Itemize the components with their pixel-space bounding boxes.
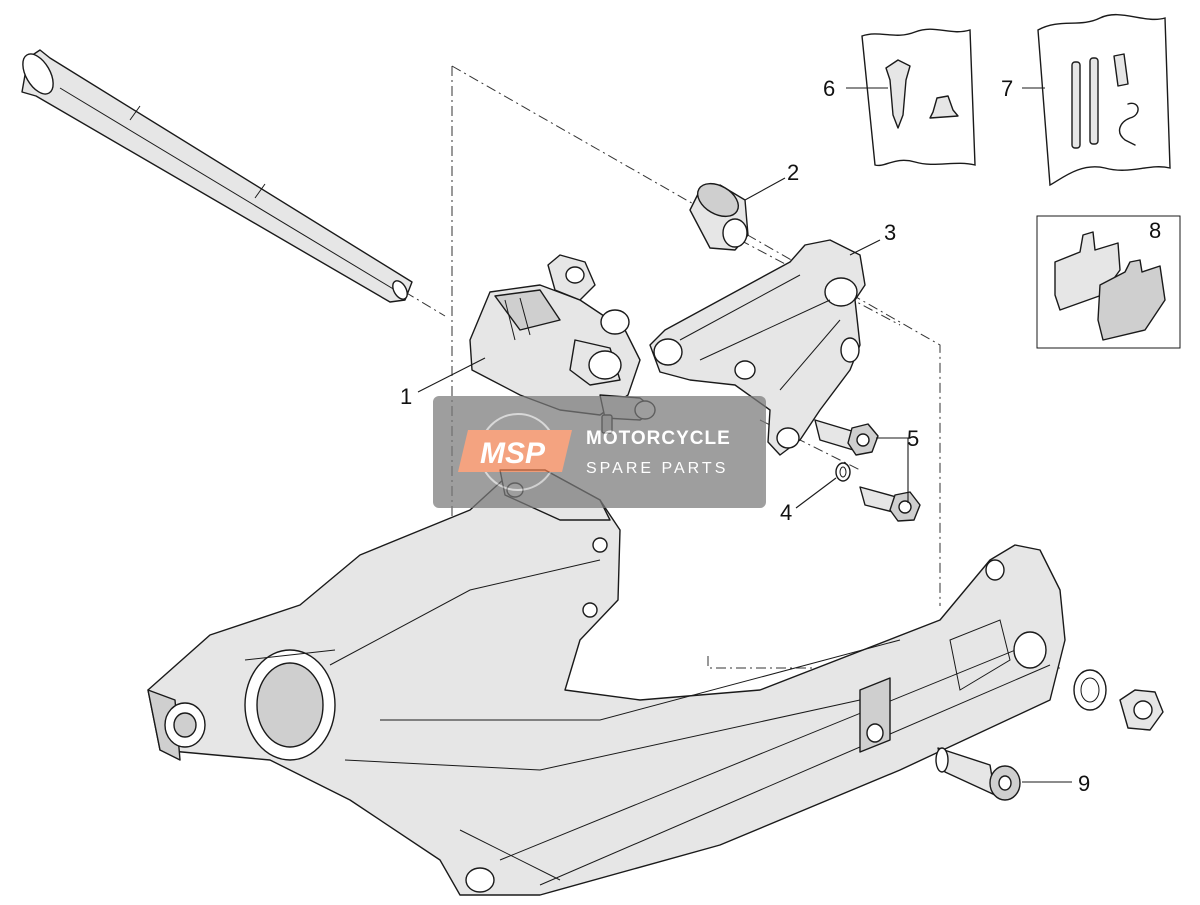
- pivot-pin: [935, 747, 1021, 801]
- callout-3: 3: [884, 220, 896, 245]
- callout-2: 2: [787, 160, 799, 185]
- callout-7: 7: [1001, 76, 1013, 101]
- callout-4: 4: [780, 500, 792, 525]
- spacer-bushing: [689, 182, 749, 251]
- callout-1: 1: [400, 384, 412, 409]
- callout-6: 6: [823, 76, 835, 101]
- caliper-bracket: [649, 239, 866, 456]
- watermark-logo: MSP: [480, 437, 546, 470]
- watermark-panel: [433, 396, 766, 508]
- bracket-bolts: [814, 419, 921, 522]
- brake-pads: [1036, 215, 1181, 349]
- pin-kit-bag: [861, 28, 976, 167]
- washer: [835, 462, 851, 482]
- callout-9: 9: [1078, 771, 1090, 796]
- swingarm-axle: [21, 49, 413, 303]
- callout-8: 8: [1149, 218, 1161, 243]
- watermark-brand: MOTORCYCLE: [586, 428, 731, 449]
- watermark: MSP MOTORCYCLE SPARE PARTS: [433, 396, 766, 508]
- callout-numbers: 1 2 3 4 5 6 7 8 9: [400, 76, 1161, 796]
- watermark-logo-badge: [458, 430, 572, 472]
- watermark-subtitle: SPARE PARTS: [586, 460, 728, 477]
- axle-washer-nut: [1073, 669, 1164, 731]
- callout-5: 5: [907, 426, 919, 451]
- swingarm: [147, 469, 1066, 896]
- pad-pin-kit-bag: [1037, 13, 1171, 187]
- leader-lines: [417, 87, 1072, 783]
